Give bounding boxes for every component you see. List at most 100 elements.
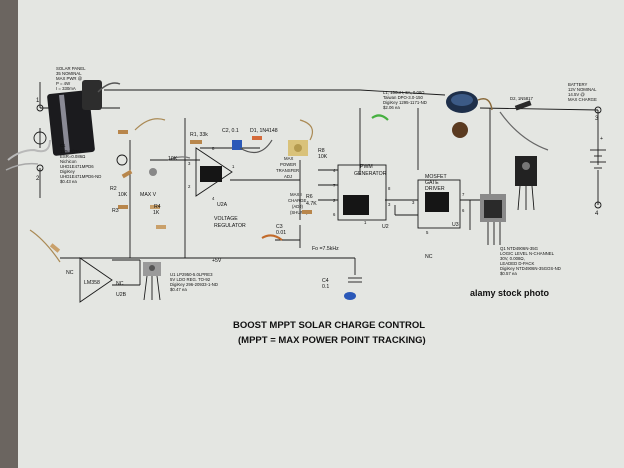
label-u3: U3 <box>452 222 459 228</box>
capacitor-green <box>371 114 389 121</box>
label-driver-3: DRIVER <box>425 186 445 192</box>
label-r4-value: 1K <box>153 210 160 216</box>
paper-sheet <box>18 0 624 468</box>
label-r3: R3 <box>112 208 119 214</box>
svg-text:DigiKey 296-20933-1-ND: DigiKey 296-20933-1-ND <box>170 282 218 287</box>
label-max-power-2: POWER <box>280 162 296 167</box>
label-c3: C3 <box>276 224 283 230</box>
label-max-v: MAX V <box>140 192 157 198</box>
svg-text:$0.43 ea: $0.43 ea <box>60 179 77 184</box>
regulator-u1-photo <box>143 262 161 301</box>
svg-text:1: 1 <box>232 164 235 169</box>
label-r4: R4 <box>154 204 161 210</box>
mosfet-label: Q1 NTD4906N-35G LOGIC LEVEL N-CHANNEL 30… <box>500 246 561 276</box>
resistor-r1 <box>190 140 202 144</box>
label-driver-2: GATE <box>425 180 439 186</box>
svg-text:$2.06 ea: $2.06 ea <box>383 105 400 110</box>
solar-panel-label: SOLAR PANEL 35 NOMINAL MAX PWR @ P = 4W … <box>56 66 86 91</box>
capacitor-c3 <box>261 234 283 241</box>
wire-lead <box>239 139 273 154</box>
svg-text:3: 3 <box>595 116 599 122</box>
capacitor-c2 <box>232 140 242 150</box>
label-nc-u2b-out: NC <box>116 281 124 287</box>
label-r1: R1, 33k <box>190 132 208 138</box>
diode-d2-photo <box>499 100 549 151</box>
label-r6: R6 <box>306 194 313 200</box>
svg-text:SOLAR PANEL: SOLAR PANEL <box>56 66 86 71</box>
inductor-label: L1, 150uH, 3A, 0.08Ω Taiwan DPO-3.0-150 … <box>383 90 427 110</box>
label-max-i-4: (SHUNT) <box>290 210 308 215</box>
solar-panel-terminals: 1 2 <box>33 98 47 182</box>
label-pwm-2: GENERATOR <box>354 171 387 177</box>
trimmer-max-power <box>288 119 313 156</box>
wire-signal <box>112 147 480 286</box>
label-max-power-3: TRANSFER <box>276 168 299 173</box>
svg-text:U1 LP2950-5.0LPRE3: U1 LP2950-5.0LPRE3 <box>170 272 213 277</box>
opamp-u2b <box>29 229 113 303</box>
diode-d1 <box>252 136 262 140</box>
label-u2b: U2B <box>116 292 127 298</box>
solar-terminal-2: 2 <box>36 176 40 182</box>
label-lm358: LM358 <box>84 280 100 286</box>
svg-text:3: 3 <box>188 161 191 166</box>
opamp-u2a: 3 2 1 8 4 <box>188 146 235 201</box>
svg-text:6: 6 <box>462 208 465 213</box>
inductor-l1-photo <box>446 91 493 138</box>
svg-text:4: 4 <box>333 168 336 173</box>
svg-text:UHD1E471MPD6: UHD1E471MPD6 <box>60 164 94 169</box>
svg-text:3: 3 <box>412 200 415 205</box>
svg-text:3: 3 <box>388 202 391 207</box>
svg-text:Taiwan DPO-3.0-150: Taiwan DPO-3.0-150 <box>383 95 423 100</box>
svg-text:DigiKey: DigiKey <box>60 169 76 174</box>
label-u2: U2 <box>382 224 389 230</box>
label-d1: D1, 1N4148 <box>250 128 278 134</box>
battery-label: BATTERY 12V NOMINAL 14.5V @ MAX CHARGE <box>568 82 597 102</box>
svg-text:BATTERY: BATTERY <box>568 82 588 87</box>
svg-text:2: 2 <box>333 198 336 203</box>
svg-text:$0.57 ea: $0.57 ea <box>500 271 517 276</box>
svg-text:7: 7 <box>462 192 465 197</box>
svg-text:ESR=0.086Ω: ESR=0.086Ω <box>60 154 86 159</box>
solar-terminal-1: 1 <box>36 98 40 104</box>
label-max-power-4: ADJ <box>284 174 292 179</box>
svg-text:30V, 0.008Ω,: 30V, 0.008Ω, <box>500 256 525 261</box>
resistor-r6 <box>302 210 312 214</box>
svg-text:8: 8 <box>212 146 215 151</box>
svg-text:2: 2 <box>188 184 191 189</box>
svg-text:+: + <box>600 136 603 142</box>
svg-text:6: 6 <box>333 212 336 217</box>
svg-text:MAX CHARGE: MAX CHARGE <box>568 97 597 102</box>
label-max-i-3: (ADJ) <box>292 204 304 209</box>
label-voltage-regulator-2: REGULATOR <box>214 223 246 229</box>
svg-text:L1, 150uH, 3A, 0.08Ω: L1, 150uH, 3A, 0.08Ω <box>383 90 425 95</box>
label-r8: R8 <box>318 148 325 154</box>
svg-text:I = 330mA: I = 330mA <box>56 86 76 91</box>
label-max-i-2: CHARGE <box>288 198 307 203</box>
label-r2-value: 10K <box>118 192 128 198</box>
label-pwm-1: PWM <box>360 164 373 170</box>
svg-text:4: 4 <box>212 196 215 201</box>
label-r5-value: 10K <box>168 156 178 162</box>
c1-label: C1 150uF/25V ESR=0.086Ω Nichicon UHD1E47… <box>60 143 101 184</box>
label-c3-value: 0.01 <box>276 230 286 236</box>
svg-text:1: 1 <box>364 220 367 225</box>
svg-text:5: 5 <box>426 230 429 235</box>
battery-symbol: 3 4 + <box>590 106 606 217</box>
u1-label: U1 LP2950-5.0LPRE3 5V LDO REG. TO-92 Dig… <box>170 272 218 292</box>
svg-text:UHD1E471MPD6-ND: UHD1E471MPD6-ND <box>60 174 101 179</box>
svg-text:Q1 NTD4906N-35G: Q1 NTD4906N-35G <box>500 246 539 251</box>
svg-text:150uF/25V: 150uF/25V <box>60 149 81 154</box>
wire-ground-rail <box>39 118 599 275</box>
label-nc-driver: NC <box>425 254 433 260</box>
label-u2a: U2A <box>217 202 228 208</box>
title-line-2: (MPPT = MAX POWER POINT TRACKING) <box>238 335 426 346</box>
svg-text:$0.47 ea: $0.47 ea <box>170 287 187 292</box>
label-r2: R2 <box>110 186 117 192</box>
label-plus-5v: +5V <box>212 258 222 264</box>
ic-u2-pwm: 4 7 2 6 8 3 1 <box>333 164 391 225</box>
label-c4: C4 <box>322 278 329 284</box>
svg-text:LOGIC LEVEL N-CHANNEL: LOGIC LEVEL N-CHANNEL <box>500 251 555 256</box>
svg-text:8: 8 <box>388 186 391 191</box>
label-nc-u2b-in: NC <box>66 270 74 276</box>
ic-u3-gate-driver: 3 7 6 5 <box>412 179 465 235</box>
